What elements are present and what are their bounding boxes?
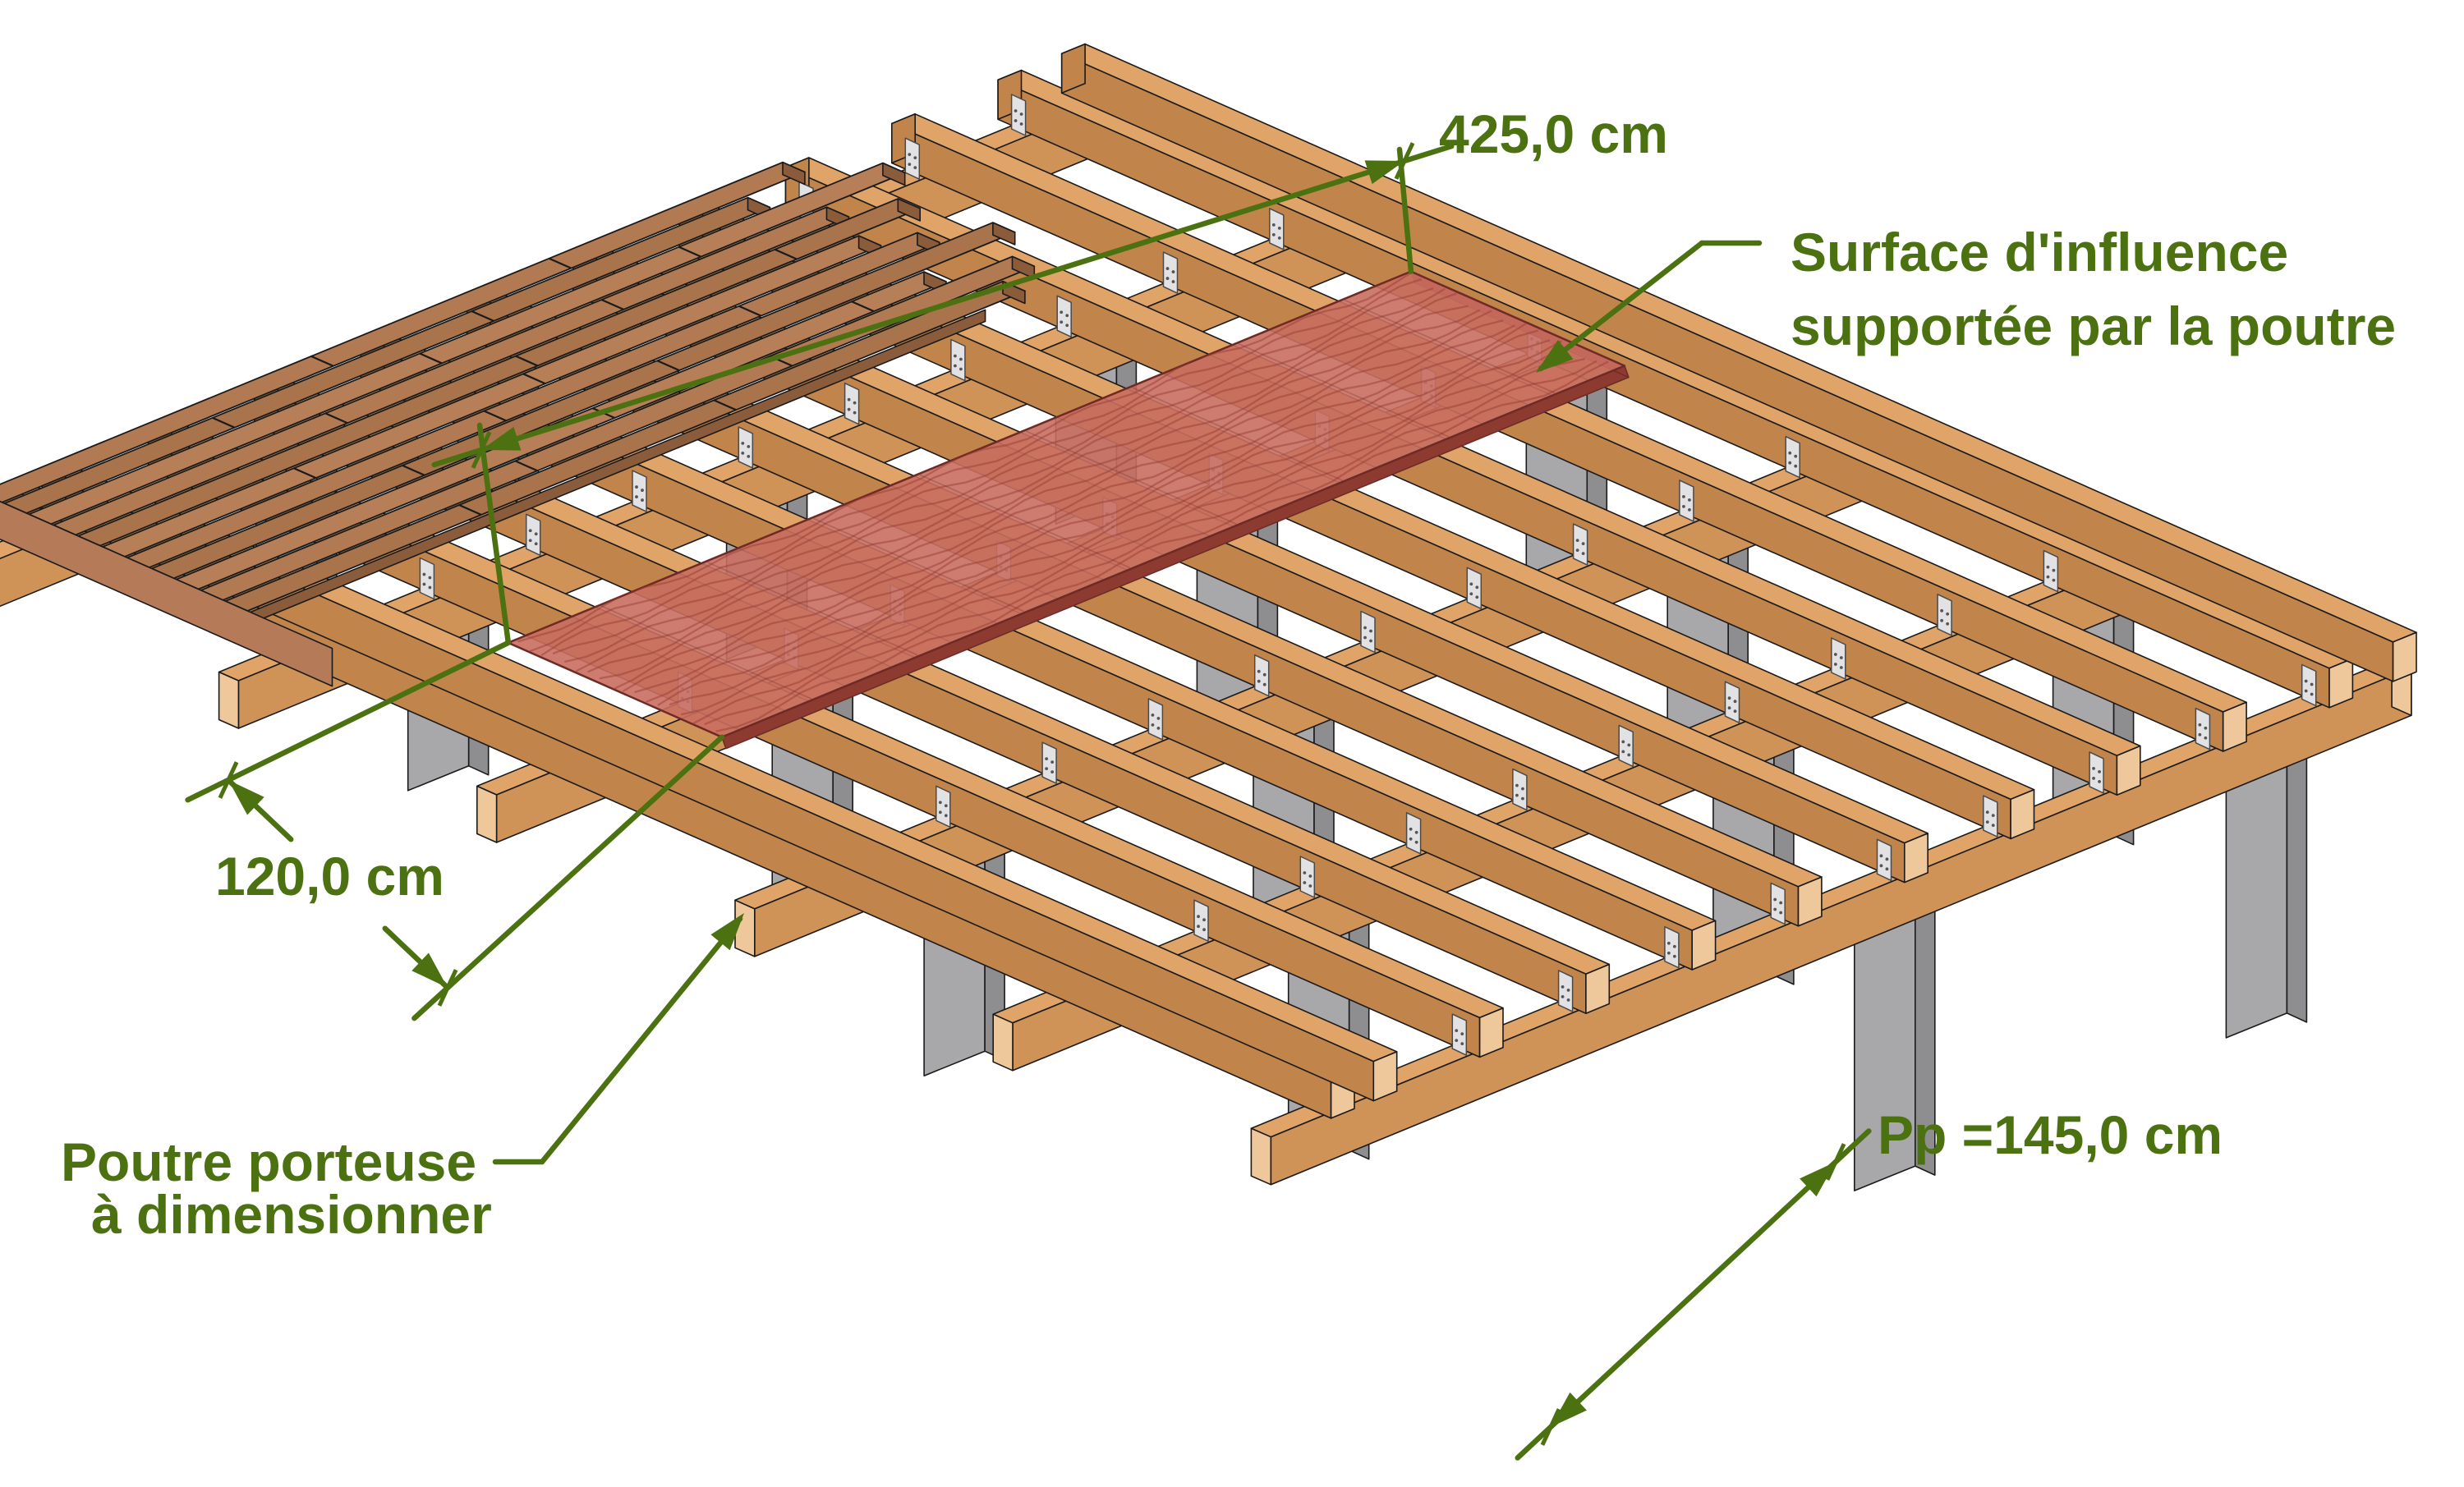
- influence-surface: [507, 270, 1630, 750]
- leader-bearing-beam: [492, 913, 744, 1165]
- bearing-beam-label-line1: Poutre porteuse: [61, 1131, 476, 1192]
- length-dimension-label: 425,0 cm: [1439, 103, 1668, 164]
- dimension-width: [185, 640, 725, 1021]
- bearing-beam-label-line2: à dimensionner: [91, 1184, 492, 1245]
- deck-boards: [0, 161, 1036, 687]
- beam-spacing-label: Pp =145,0 cm: [1878, 1104, 2223, 1165]
- annotations: 425,0 cm 120,0 cm Pp =145,0 cm Surface d…: [61, 103, 2396, 1461]
- leader-influence-surface: [1536, 240, 1763, 373]
- influence-surface-label-line1: Surface d'influence: [1791, 222, 2288, 282]
- dimension-beam-spacing: [1515, 1128, 1872, 1461]
- width-dimension-label: 120,0 cm: [215, 846, 444, 906]
- dimension-length: [431, 142, 1455, 646]
- joists: [0, 43, 2417, 1119]
- influence-surface-label-line2: supportée par la poutre: [1791, 296, 2396, 356]
